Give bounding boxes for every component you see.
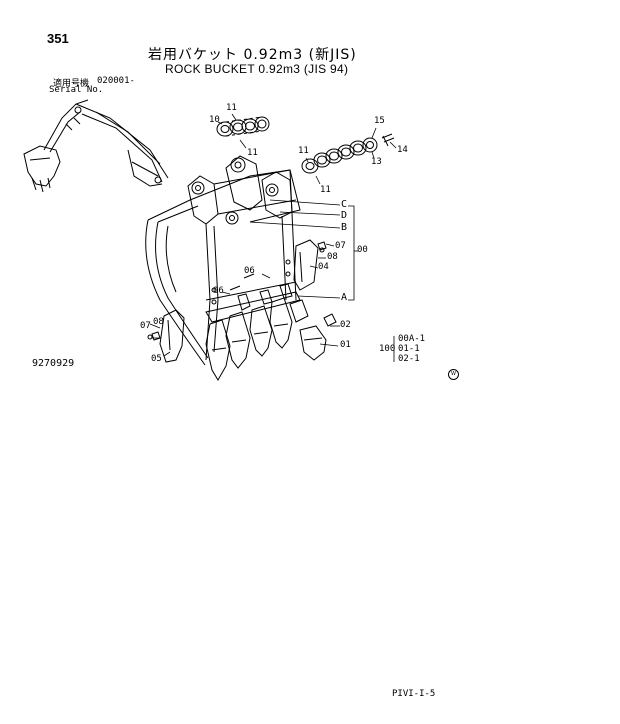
serial-number-value: 020001-: [97, 76, 135, 86]
callout-A: A: [341, 292, 348, 303]
side-cutters: [159, 239, 319, 363]
callout-B: B: [341, 222, 348, 233]
excavator-arm-thumbnail: [23, 99, 169, 193]
callout-10: 10: [209, 115, 220, 125]
callout-04: 04: [318, 262, 329, 272]
page-number: 351: [47, 31, 69, 46]
assembly-quantity: 100: [379, 344, 396, 354]
callout-C: C: [341, 199, 348, 210]
callout-11-lower: 11: [247, 148, 258, 158]
callout-01: 01: [340, 340, 351, 350]
corner-mark: W: [448, 369, 459, 380]
callout-11-right-lower: 11: [320, 185, 331, 195]
hardware-small: [147, 241, 337, 341]
serial-label-japanese: 適用号機: [53, 79, 90, 89]
callout-06-lower: 06: [213, 286, 224, 296]
serial-label-english: Serial No.: [49, 85, 104, 95]
assembly-row-3: 02-1: [398, 354, 420, 364]
callout-07-left: 07: [140, 321, 151, 331]
bucket-teeth: [205, 283, 327, 381]
footer-code: PIVI-I-5: [392, 689, 436, 699]
callout-07-right: 07: [335, 241, 346, 251]
assembly-row-1: 00A-1: [398, 334, 426, 344]
callout-00: 00: [357, 245, 368, 255]
callout-06-upper: 06: [244, 266, 255, 276]
callout-08-left: 08: [153, 317, 164, 327]
title-japanese: 岩用バケット 0.92m3 (新JIS): [148, 47, 357, 63]
callout-13: 13: [371, 157, 382, 167]
callout-11-right-upper: 11: [298, 146, 309, 156]
callout-11-upper: 11: [226, 103, 237, 113]
drawing-number: 9270929: [32, 358, 75, 369]
callout-14: 14: [397, 145, 408, 155]
leader-lines: [149, 113, 397, 362]
callout-05: 05: [151, 354, 162, 364]
bucket-body: [145, 155, 301, 366]
pin-group-right: [301, 133, 395, 174]
callout-15: 15: [374, 116, 385, 126]
title-english: ROCK BUCKET 0.92m3 (JIS 94): [165, 62, 349, 76]
callout-08-right: 08: [327, 252, 338, 262]
callout-D: D: [341, 210, 348, 221]
assembly-row-2: 01-1: [398, 344, 420, 354]
pin-group-left: [216, 116, 270, 137]
callout-02: 02: [340, 320, 351, 330]
